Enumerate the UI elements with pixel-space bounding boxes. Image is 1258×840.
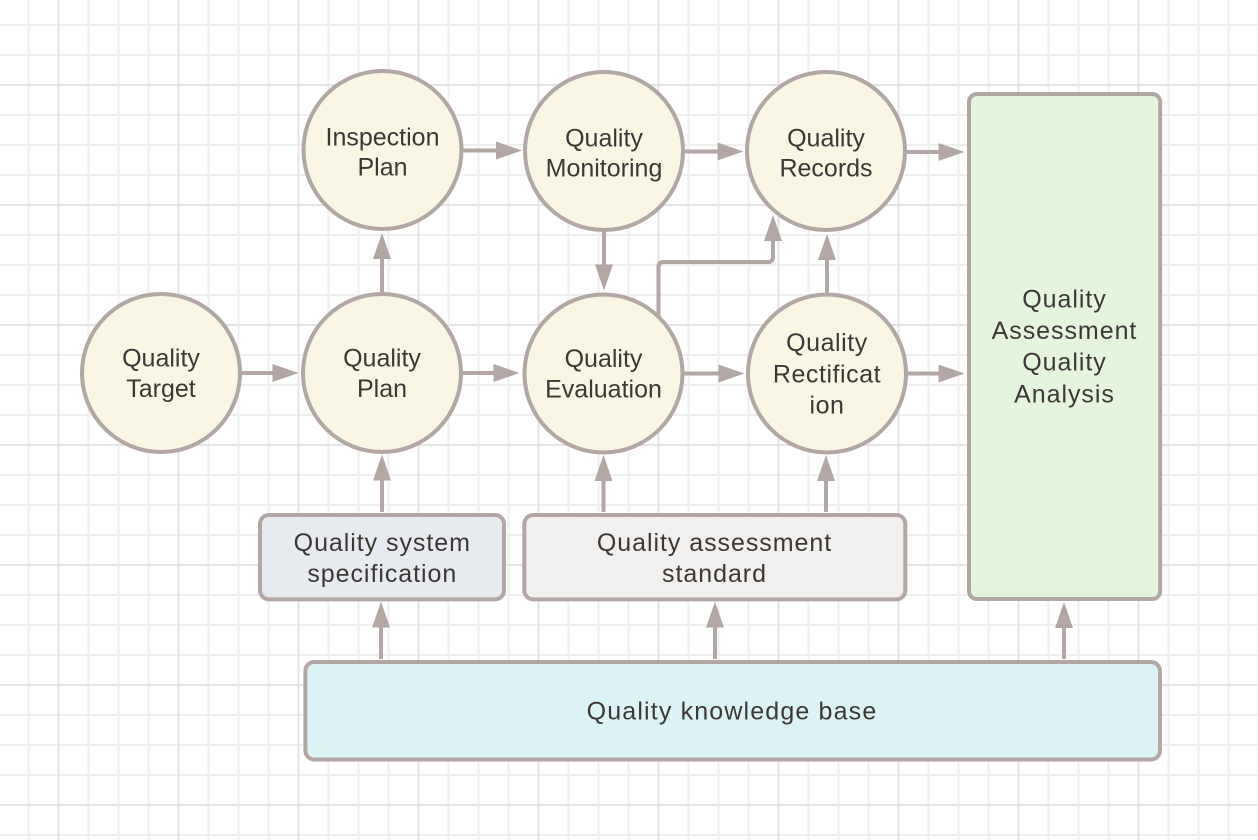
svg-text:Quality knowledge base: Quality knowledge base — [587, 698, 878, 726]
